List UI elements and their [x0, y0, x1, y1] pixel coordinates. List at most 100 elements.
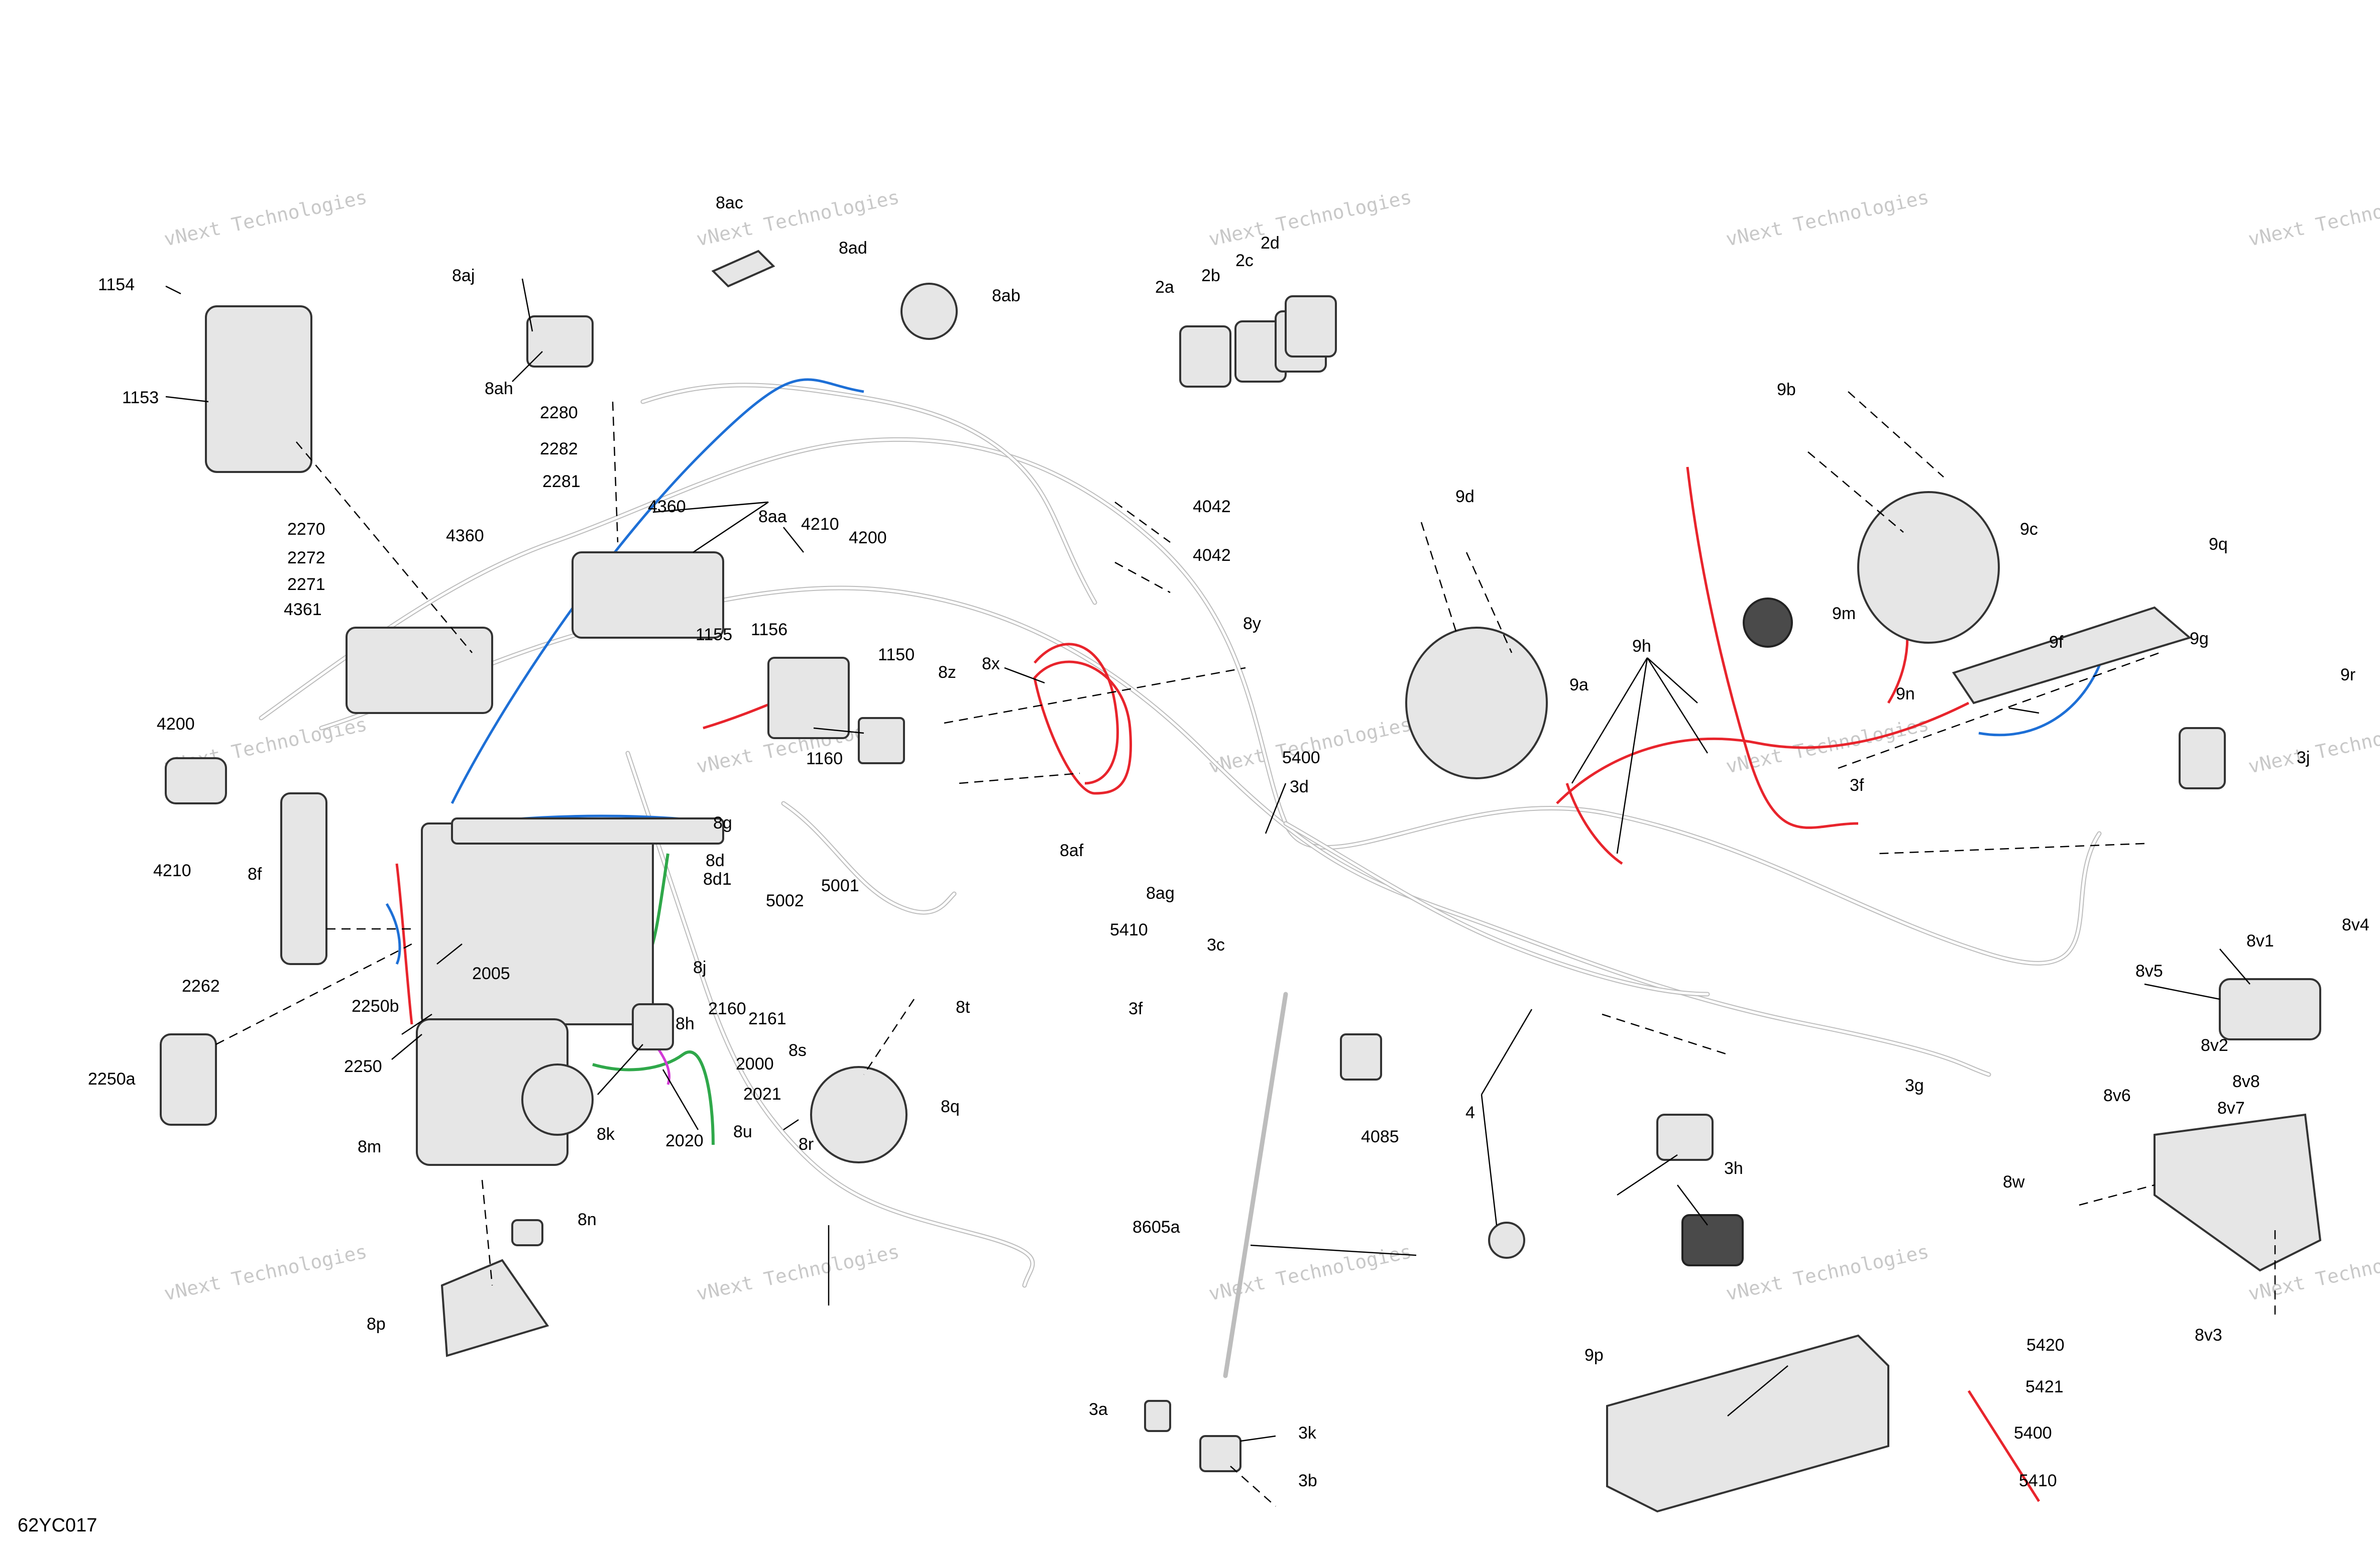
control-module-4360-center [572, 551, 724, 639]
callout-4210-top: 4210 [801, 515, 839, 534]
callout-3k: 3k [1298, 1423, 1317, 1443]
callout-8f: 8f [248, 865, 262, 884]
callout-2250b: 2250b [352, 997, 399, 1016]
callout-3f-upper: 3f [1850, 776, 1864, 795]
callout-2250: 2250 [344, 1057, 382, 1076]
callout-3b: 3b [1298, 1471, 1317, 1490]
gauge-cluster-9p [1606, 1334, 1889, 1513]
relay-module-8v2 [2219, 978, 2321, 1040]
callout-2160: 2160 [708, 999, 746, 1018]
callout-8v2: 8v2 [2201, 1036, 2228, 1055]
watermark: vNext Technologies [1207, 713, 1414, 778]
callout-5421: 5421 [2025, 1377, 2064, 1396]
connector-3h-a [1656, 1114, 1714, 1161]
junction-box-1150 [767, 657, 850, 739]
callout-4360-center: 4360 [648, 497, 686, 516]
watermark: vNext Technologies [2246, 186, 2380, 251]
bracket-8ah [526, 315, 594, 368]
callout-2a: 2a [1155, 278, 1174, 297]
watermark-line1: vNext Technologies [1724, 1240, 1931, 1305]
callout-2271: 2271 [287, 575, 325, 594]
callout-3g: 3g [1905, 1076, 1924, 1095]
speaker-9a [1405, 627, 1548, 779]
callout-2005: 2005 [472, 964, 510, 983]
callout-8q: 8q [941, 1097, 960, 1116]
callout-2281: 2281 [542, 472, 581, 491]
watermark: vNext Technologies [1207, 186, 1414, 251]
callout-8s: 8s [788, 1041, 807, 1060]
callout-5001: 5001 [821, 876, 859, 895]
callout-8v1: 8v1 [2246, 931, 2274, 951]
callout-2161: 2161 [748, 1009, 786, 1028]
callout-2000: 2000 [736, 1054, 774, 1074]
callout-8d: 8d [706, 851, 725, 870]
callout-9q: 9q [2209, 535, 2228, 554]
leader-lines [165, 278, 2250, 1442]
callout-2262: 2262 [182, 977, 220, 996]
callout-4361: 4361 [284, 600, 322, 619]
abs-bracket-8p [440, 1259, 549, 1357]
watermark-line1: vNext Technologies [1724, 186, 1931, 251]
callout-9b: 9b [1777, 380, 1796, 399]
callout-4042-a: 4042 [1193, 497, 1231, 516]
usb-socket-9m [1743, 598, 1793, 648]
control-module-4360-left [346, 627, 493, 714]
sensor-4 [1488, 1222, 1525, 1259]
watermark: vNext Technologies [1724, 186, 1931, 251]
callout-8r: 8r [799, 1135, 814, 1154]
callout-9g: 9g [2190, 629, 2209, 648]
clip-3a [1144, 1400, 1171, 1432]
callout-8p: 8p [367, 1315, 386, 1334]
callout-8z: 8z [938, 663, 956, 682]
callout-8ac: 8ac [716, 193, 743, 212]
callout-8k: 8k [597, 1125, 615, 1144]
callout-3j: 3j [2297, 748, 2310, 767]
callout-4210-left: 4210 [153, 861, 191, 880]
callout-8ad: 8ad [839, 239, 867, 258]
callout-9n: 9n [1896, 684, 1915, 703]
callout-2280: 2280 [540, 403, 578, 422]
callout-5400-top: 5400 [1282, 748, 1320, 767]
watermark-line1: vNext Technologies [1207, 186, 1414, 251]
callout-8w: 8w [2003, 1172, 2025, 1192]
rocker-switch-2a [1179, 325, 1231, 388]
callout-2270: 2270 [287, 520, 325, 539]
watermark-line1: vNext Technologies [162, 186, 369, 251]
callout-9p: 9p [1584, 1346, 1604, 1365]
callout-3d: 3d [1290, 777, 1309, 796]
callout-4: 4 [1465, 1103, 1475, 1122]
wire-5400 [1967, 1390, 2041, 1502]
watermark: vNext Technologies [162, 186, 369, 251]
callout-9m: 9m [1832, 604, 1856, 623]
watermark-line1: vNext Technologies [695, 1240, 901, 1305]
callout-8u: 8u [733, 1122, 752, 1141]
battery-strap-8g [451, 817, 724, 845]
callout-8d1: 8d1 [703, 870, 732, 889]
callout-4360-left: 4360 [446, 526, 484, 545]
callout-3c: 3c [1207, 935, 1225, 955]
clip-8ac [711, 250, 775, 288]
callout-1160: 1160 [806, 749, 843, 768]
callout-2d: 2d [1261, 233, 1280, 253]
callout-4200-left: 4200 [157, 715, 195, 734]
callout-8v6: 8v6 [2103, 1086, 2131, 1105]
grommet-8n [511, 1219, 543, 1246]
callout-8af: 8af [1060, 841, 1084, 860]
callout-8g: 8g [713, 813, 732, 833]
callout-1156: 1156 [751, 620, 787, 639]
callout-8v7: 8v7 [2217, 1099, 2245, 1118]
callout-8ag: 8ag [1146, 884, 1175, 903]
callout-4042-b: 4042 [1193, 546, 1231, 565]
callout-5410-top: 5410 [1110, 920, 1148, 939]
connector-4085 [1340, 1033, 1382, 1081]
watermark: vNext Technologies [1724, 1240, 1931, 1305]
callout-2b: 2b [1201, 266, 1220, 285]
callout-8m: 8m [358, 1137, 381, 1156]
blank-plate-1160 [858, 717, 905, 764]
assembly-lines [215, 391, 2276, 1507]
horn-8q [810, 1066, 908, 1163]
ecu-bracket-1153 [205, 305, 312, 473]
callout-8ab: 8ab [992, 286, 1021, 305]
callout-2020: 2020 [665, 1131, 704, 1150]
watermark: vNext Technologies [162, 1240, 369, 1305]
